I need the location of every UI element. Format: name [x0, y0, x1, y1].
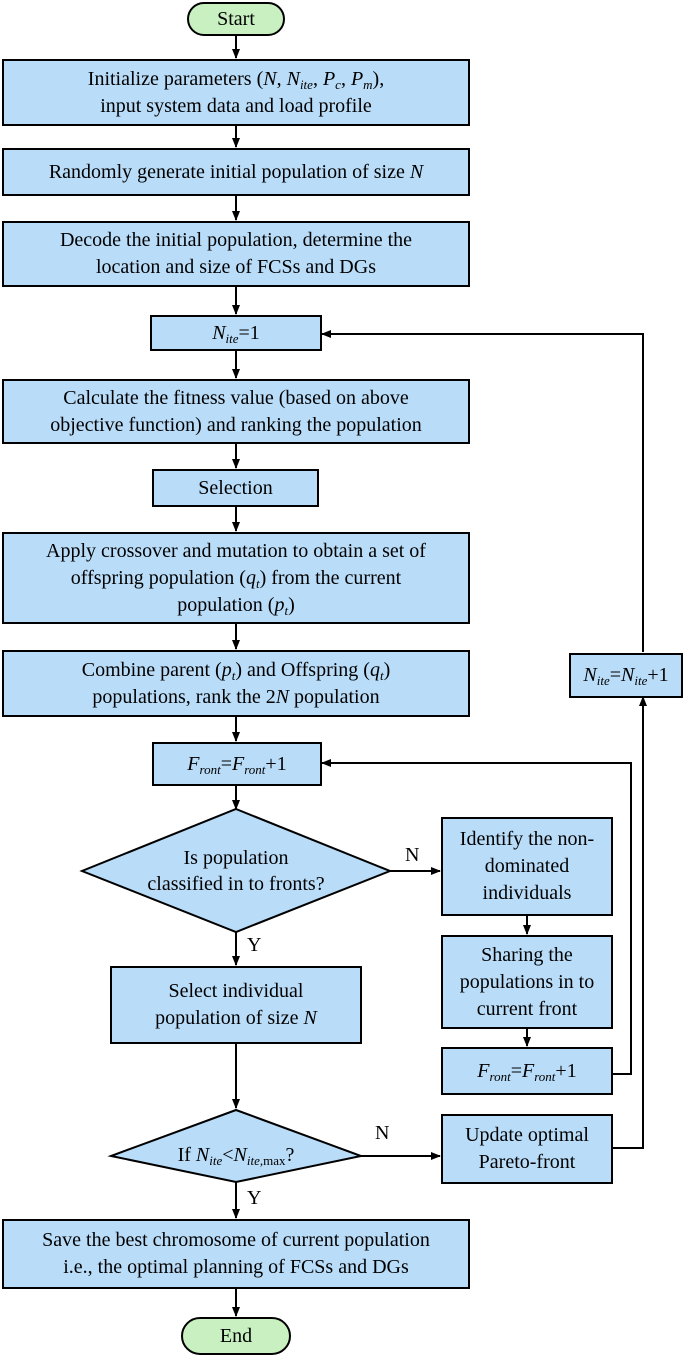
fitness-line-2: objective function) and ranking the popu… — [50, 413, 422, 436]
identify-nondominated-step: Identify the non- dominated individuals — [441, 817, 613, 916]
generate-text: Randomly generate initial population of … — [48, 160, 424, 183]
end-label: End — [219, 1324, 253, 1347]
decision-fronts-text: Is population classified in to fronts? — [147, 847, 325, 895]
start-terminal: Start — [187, 2, 285, 36]
decision-fronts-diamond — [79, 807, 393, 934]
end-terminal: End — [181, 1317, 291, 1355]
select-individual-step: Select individual population of size N — [110, 966, 362, 1044]
combine-line-2: populations, rank the 2N population — [92, 685, 380, 708]
iteration-increment-step: Nite=Nite+1 — [569, 653, 683, 698]
crossover-line-3: population (pt) — [177, 593, 295, 618]
front-increment-step: Front=Front+1 — [152, 742, 322, 786]
label-yes-fronts: Y — [247, 934, 262, 956]
selection-step: Selection — [152, 469, 319, 507]
crossover-line-1: Apply crossover and mutation to obtain a… — [46, 539, 426, 562]
init-line-2: input system data and load profile — [100, 94, 372, 117]
combine-line-1: Combine parent (pt) and Offspring (qt) — [81, 658, 391, 683]
iteration-init-step: Nite=1 — [150, 315, 322, 351]
decode-line-1: Decode the initial population, determine… — [59, 229, 413, 251]
decision-iteration-diamond — [107, 1108, 365, 1184]
decode-line-2: location and size of FCSs and DGs — [96, 256, 376, 278]
fitness-line-1: Calculate the fitness value (based on ab… — [63, 386, 409, 409]
initialize-parameters-step: Initialize parameters (N, Nite, Pc, Pm),… — [2, 59, 470, 126]
iteration-init-text: Nite=1 — [212, 321, 260, 346]
start-label: Start — [217, 7, 255, 30]
sharing-front-step: Sharing the populations in to current fr… — [441, 935, 613, 1029]
label-no-iteration: N — [375, 1122, 390, 1144]
fitness-step: Calculate the fitness value (based on ab… — [2, 379, 470, 444]
decision-iteration-text: If Nite<Nite,max? — [177, 1144, 295, 1168]
arrow-iterinc-loop — [321, 330, 644, 652]
front-increment-text: Front=Front+1 — [187, 752, 287, 777]
arrow-update-iterinc — [613, 696, 647, 1149]
label-yes-iteration: Y — [247, 1187, 262, 1209]
front-increment-text-2: Front=Front+1 — [477, 1059, 577, 1084]
generate-population-step: Randomly generate initial population of … — [2, 148, 470, 196]
iteration-increment-text: Nite=Nite+1 — [583, 664, 669, 688]
decode-population-step: Decode the initial population, determine… — [2, 221, 470, 287]
init-line-1: Initialize parameters (N, Nite, Pc, Pm), — [87, 67, 385, 92]
selection-label: Selection — [198, 476, 273, 499]
save-best-step: Save the best chromosome of current popu… — [2, 1219, 470, 1289]
arrow-front2-loop — [321, 759, 632, 1075]
crossover-line-2: offspring population (qt) from the curre… — [70, 566, 402, 591]
combine-populations-step: Combine parent (pt) and Offspring (qt) p… — [2, 650, 470, 717]
front-increment-step-2: Front=Front+1 — [441, 1047, 613, 1095]
crossover-mutation-step: Apply crossover and mutation to obtain a… — [2, 532, 470, 624]
label-no-fronts: N — [405, 844, 420, 866]
update-pareto-step: Update optimal Pareto-front — [441, 1114, 613, 1184]
